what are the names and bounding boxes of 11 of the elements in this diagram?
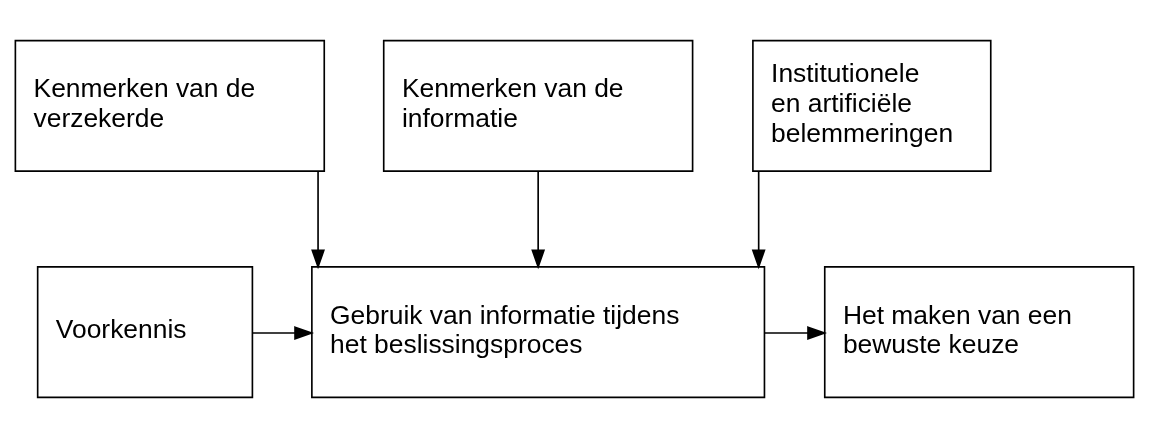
arrow — [311, 170, 325, 269]
arrow — [751, 170, 766, 269]
arrow — [251, 325, 315, 340]
node-box: Gebruik van informatie tijdens het beslissingsproces — [311, 265, 766, 398]
node-box: Het maken van een bewuste keuze — [823, 265, 1135, 398]
node-box: Voorkennis — [36, 265, 254, 398]
arrow — [763, 325, 827, 340]
node-box: Institutionele en artificiële belemmeringen — [752, 39, 992, 172]
arrow — [531, 170, 546, 269]
node-box: Kenmerken van de informatie — [382, 39, 694, 172]
node-box: Kenmerken van de verzekerde — [14, 39, 326, 172]
